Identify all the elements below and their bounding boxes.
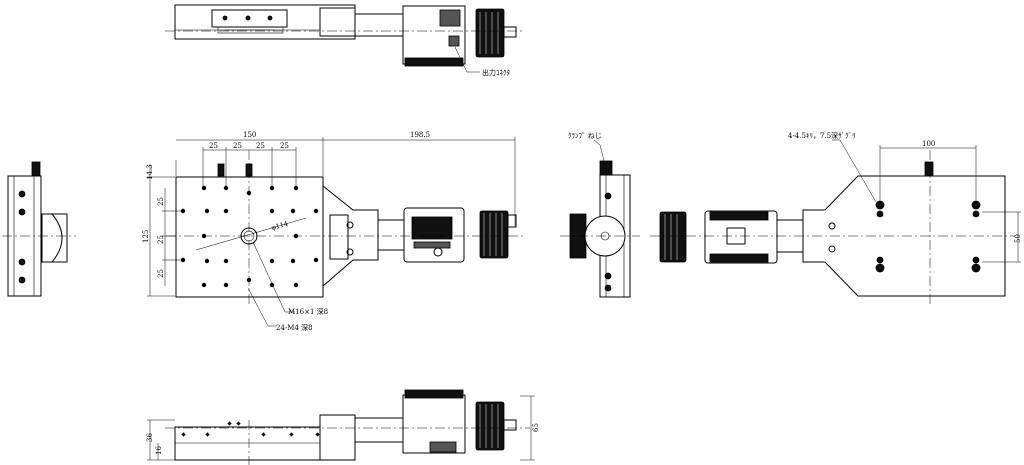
counterbore-note: 4-4.5ｷﾘ，7.5深ｻﾞｸﾞﾘ [788,131,856,140]
dim-bottom-65: 65 [532,423,540,432]
right-plan-view: 100 50 4-4.5ｷﾘ，7.5深ｻﾞｸﾞﾘ [650,131,1022,305]
tapped-holes-note: 24-M4 深8 [276,323,313,332]
dim-pitch-c: 25 [256,142,265,150]
dim-right-50: 50 [1014,234,1022,243]
dim-bottom-36: 36 [146,433,154,442]
left-end-view [2,161,76,297]
dim-dia-114: φ114 [270,220,289,232]
dim-left-14-3: 14.3 [146,164,154,180]
bottom-side-view: 36 16 65 [146,389,540,465]
dim-travel-198-5: 198.5 [410,131,430,139]
output-connector-note: 出力ｺﾈｸﾀ [482,68,510,77]
top-side-view: 出力ｺﾈｸﾀ [165,4,525,77]
main-plan-view: φ114 150 198.5 25 25 25 25 14.3 25 125 2… [142,131,525,332]
center-thread-note: M16×1 深8 [288,307,328,316]
dim-bottom-16: 16 [155,446,163,455]
center-end-view: ｸﾗﾝﾌﾟ ねじ [560,132,640,298]
dim-pitch-a: 25 [209,142,218,150]
dim-width-150: 150 [243,131,256,139]
dim-pitch-b: 25 [233,142,242,150]
dim-right-100: 100 [922,140,935,148]
dim-left-25-b: 25 [157,235,165,244]
dim-left-125: 125 [142,230,150,243]
clamp-screw-note: ｸﾗﾝﾌﾟ ねじ [568,132,602,140]
dim-left-25-a: 25 [157,197,165,206]
dim-pitch-d: 25 [280,142,289,150]
dim-left-25-c: 25 [157,269,165,278]
